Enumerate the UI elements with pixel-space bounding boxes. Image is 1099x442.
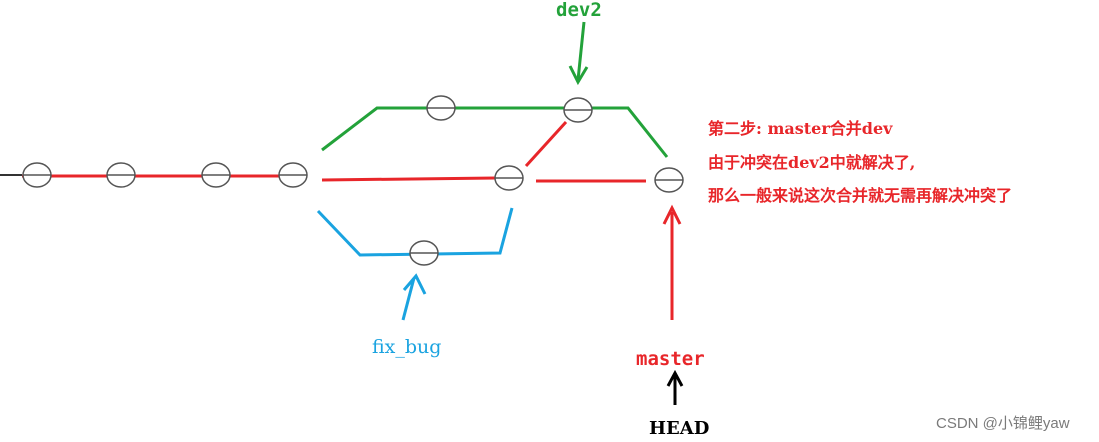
fix-bug-arrow-icon <box>401 273 427 321</box>
head-label: HEAD <box>649 418 709 439</box>
commit-node <box>278 162 308 188</box>
master-to-dev2-merge-line <box>524 120 568 168</box>
commit-node-merge <box>494 165 524 191</box>
watermark: CSDN @小锦鲤yaw <box>936 415 1070 432</box>
annotation-line-1: 第二步: master合并dev <box>708 119 893 138</box>
commit-node-dev2-head <box>563 97 593 123</box>
commit-node <box>201 162 231 188</box>
annotation-line-2: 由于冲突在dev2中就解决了, <box>708 153 915 172</box>
annotation-line-3: 那么一般来说这次合并就无需再解决冲突了 <box>708 186 1012 205</box>
dev2-label: dev2 <box>556 0 602 21</box>
master-label: master <box>636 348 705 370</box>
master-arrow-icon <box>662 204 682 320</box>
dev2-arrow-icon <box>568 21 589 86</box>
fix-bug-label: fix_bug <box>372 336 441 358</box>
commit-node-fix-bug <box>409 240 439 266</box>
commit-node <box>106 162 136 188</box>
master-mid-line <box>321 176 497 182</box>
head-arrow-icon <box>666 369 684 405</box>
commit-node <box>22 162 52 188</box>
commit-node-master-head <box>654 167 684 193</box>
dev2-branch-line <box>321 106 669 158</box>
commit-node-dev2 <box>426 95 456 121</box>
